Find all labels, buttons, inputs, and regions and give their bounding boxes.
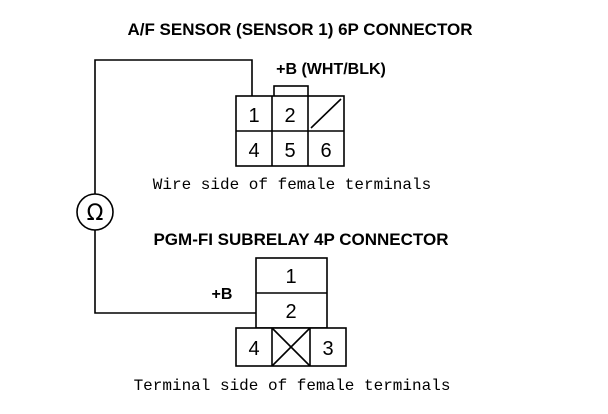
empty-cavity-slash [310, 98, 342, 129]
subrelay-connector: 1 2 4 3 [235, 257, 347, 367]
subrelay-pin-3: 3 [322, 338, 333, 360]
subrelay-pin-2: 2 [285, 301, 296, 323]
wire-top [94, 59, 253, 194]
subrelay-plus-b-label: +B [212, 286, 233, 303]
empty-cavity-cross-b [271, 327, 311, 367]
af-sensor-title: A/F SENSOR (SENSOR 1) 6P CONNECTOR [127, 20, 472, 39]
subrelay-caption: Terminal side of female terminals [134, 377, 451, 395]
af-pin-4: 4 [248, 140, 259, 162]
ohm-symbol: Ω [87, 201, 104, 226]
subrelay-pin-1: 1 [285, 266, 296, 288]
af-pin-6: 6 [320, 140, 331, 162]
af-pin-5: 5 [284, 140, 295, 162]
af-pin-1: 1 [248, 105, 259, 127]
af-pin-2: 2 [284, 105, 295, 127]
af-sensor-caption: Wire side of female terminals [153, 176, 431, 194]
ohmmeter-icon: Ω [76, 193, 114, 231]
af-sensor-connector: 1 2 4 5 6 [235, 85, 345, 167]
subrelay-pin-4: 4 [248, 338, 259, 360]
wire-bottom [94, 230, 256, 314]
af-plus-b-label: +B (WHT/BLK) [276, 61, 386, 78]
subrelay-title: PGM-FI SUBRELAY 4P CONNECTOR [153, 230, 448, 249]
